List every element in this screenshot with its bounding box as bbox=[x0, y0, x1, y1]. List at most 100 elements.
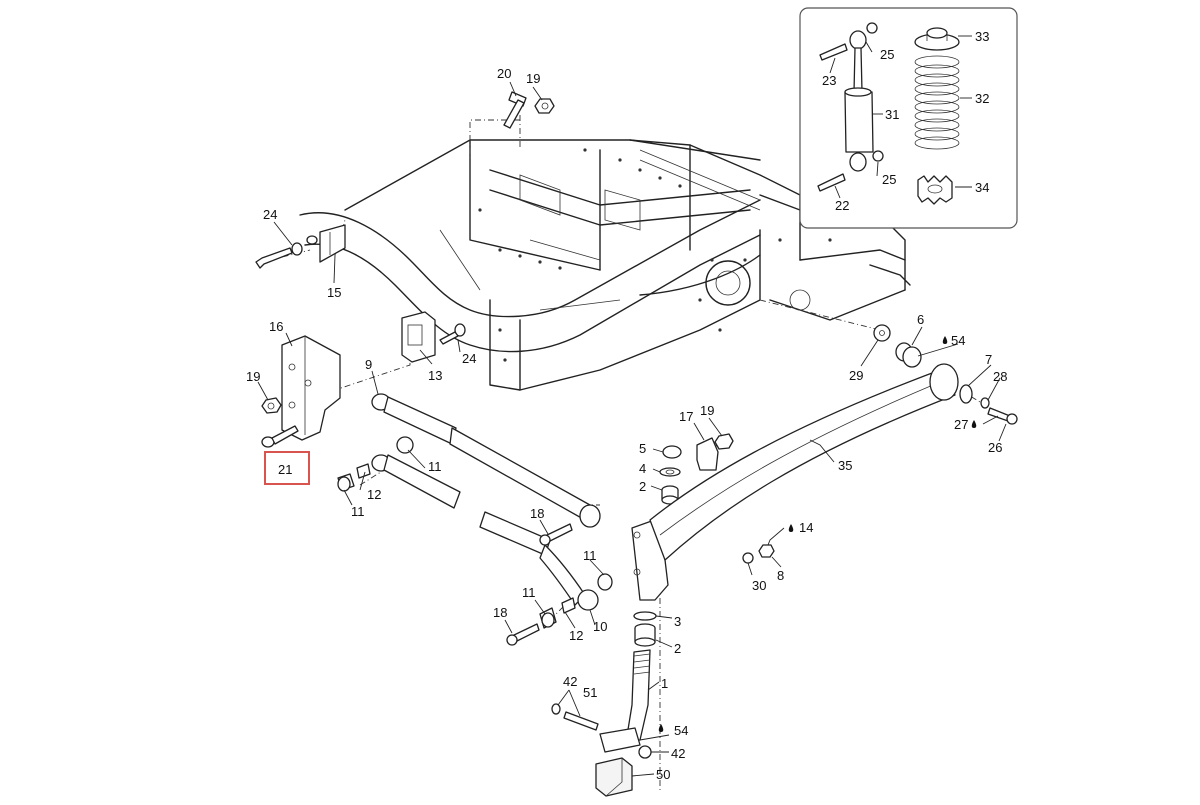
bushing-2-lower-shape bbox=[634, 623, 656, 647]
bolt-21-shape bbox=[261, 425, 299, 448]
oil-drop-icon bbox=[658, 336, 977, 732]
bolt-22-shape bbox=[817, 173, 846, 192]
callout-42: 42 bbox=[563, 674, 577, 689]
spindle-1-shape bbox=[625, 649, 651, 743]
callout-5: 5 bbox=[639, 441, 646, 456]
bracket-15-shape bbox=[319, 224, 346, 263]
callout-54: 54 bbox=[674, 723, 688, 738]
callout-26: 26 bbox=[988, 440, 1002, 455]
washer-25-top-shape bbox=[866, 22, 878, 34]
callout-13: 13 bbox=[428, 368, 442, 383]
washer-28-shape bbox=[980, 397, 990, 409]
callout-20: 20 bbox=[497, 66, 511, 81]
callout-15: 15 bbox=[327, 285, 341, 300]
nut-8-shape bbox=[758, 544, 775, 558]
callout-12: 12 bbox=[367, 487, 381, 502]
callout-labels: 20 19 24 15 13 24 16 19 9 21 11 12 11 18… bbox=[246, 29, 1007, 782]
callout-24: 24 bbox=[263, 207, 277, 222]
bolt-24-right-shape bbox=[439, 323, 466, 345]
chassis-frame bbox=[299, 139, 911, 391]
shock-inset-box bbox=[799, 7, 1018, 229]
callout-6: 6 bbox=[917, 312, 924, 327]
spring-seat-33-shape bbox=[914, 27, 960, 51]
callout-4: 4 bbox=[639, 461, 646, 476]
callout-21: 21 bbox=[278, 462, 292, 477]
callout-11: 11 bbox=[351, 504, 365, 519]
shock-absorber-31-shape bbox=[844, 30, 874, 172]
callout-25: 25 bbox=[880, 47, 894, 62]
bolt-18-upper-shape bbox=[539, 523, 573, 546]
nut-42-right-shape bbox=[638, 745, 652, 759]
frame-rivets bbox=[478, 148, 832, 362]
callout-24: 24 bbox=[462, 351, 476, 366]
callout-18: 18 bbox=[530, 506, 544, 521]
nut-19-right-shape bbox=[714, 433, 734, 450]
pin-51-shape bbox=[563, 711, 599, 731]
callout-7: 7 bbox=[985, 352, 992, 367]
nut-19-left-shape bbox=[261, 397, 282, 414]
ring-7-shape bbox=[959, 384, 973, 404]
callout-28: 28 bbox=[993, 369, 1007, 384]
callout-25: 25 bbox=[882, 172, 896, 187]
bushing-11-12-left-shape bbox=[337, 463, 371, 492]
leader-lines bbox=[257, 35, 1007, 777]
callout-11: 11 bbox=[428, 459, 442, 474]
callout-29: 29 bbox=[849, 368, 863, 383]
callout-2: 2 bbox=[639, 479, 646, 494]
ski-block-50-shape bbox=[595, 757, 633, 797]
callout-31: 31 bbox=[885, 107, 899, 122]
callout-8: 8 bbox=[777, 568, 784, 583]
callout-22: 22 bbox=[835, 198, 849, 213]
bushing-11-12-right-shape bbox=[539, 573, 613, 629]
washer-30-shape bbox=[742, 552, 754, 564]
callout-19: 19 bbox=[526, 71, 540, 86]
lower-rod-10-shape bbox=[371, 436, 599, 611]
callout-51: 51 bbox=[583, 685, 597, 700]
nut-19-top-shape bbox=[534, 98, 555, 114]
callout-11: 11 bbox=[583, 548, 597, 563]
callout-3: 3 bbox=[674, 614, 681, 629]
cap-5-shape bbox=[662, 445, 682, 459]
bolt-23-shape bbox=[819, 43, 848, 61]
bolt-26-shape bbox=[987, 407, 1018, 425]
callout-2: 2 bbox=[674, 641, 681, 656]
bolt-18-lower-shape bbox=[506, 623, 540, 646]
callout-34: 34 bbox=[975, 180, 989, 195]
mount-13-shape bbox=[401, 311, 436, 363]
part-21-highlight bbox=[264, 451, 310, 485]
plate-16-shape bbox=[281, 335, 341, 441]
callout-18: 18 bbox=[493, 605, 507, 620]
callout-42: 42 bbox=[671, 746, 685, 761]
washer-4-shape bbox=[659, 467, 681, 477]
bolt-24-left-shape bbox=[255, 235, 318, 269]
washer-29-shape bbox=[873, 324, 891, 342]
callout-17: 17 bbox=[679, 409, 693, 424]
callout-16: 16 bbox=[269, 319, 283, 334]
callout-9: 9 bbox=[365, 357, 372, 372]
radius-rod-9-shape bbox=[371, 393, 601, 528]
bushing-6-shape bbox=[895, 342, 922, 368]
spring-32-shape bbox=[914, 55, 960, 150]
callout-10: 10 bbox=[593, 619, 607, 634]
callout-30: 30 bbox=[752, 578, 766, 593]
adjuster-34-shape bbox=[917, 175, 953, 205]
bracket-17-shape bbox=[696, 437, 719, 471]
callout-23: 23 bbox=[822, 73, 836, 88]
callout-19: 19 bbox=[246, 369, 260, 384]
callout-14: 14 bbox=[799, 520, 813, 535]
callout-33: 33 bbox=[975, 29, 989, 44]
washer-25-bottom-shape bbox=[872, 150, 884, 162]
callout-27: 27 bbox=[954, 417, 968, 432]
bolt-20-shape bbox=[503, 91, 527, 129]
ring-3-shape bbox=[633, 611, 657, 621]
spindle-clamp-shape bbox=[599, 727, 641, 753]
callout-35: 35 bbox=[838, 458, 852, 473]
callout-32: 32 bbox=[975, 91, 989, 106]
trailing-arm-35-shape bbox=[649, 363, 959, 561]
callout-11: 11 bbox=[522, 585, 536, 600]
callout-12: 12 bbox=[569, 628, 583, 643]
callout-50: 50 bbox=[656, 767, 670, 782]
callout-1: 1 bbox=[661, 676, 668, 691]
